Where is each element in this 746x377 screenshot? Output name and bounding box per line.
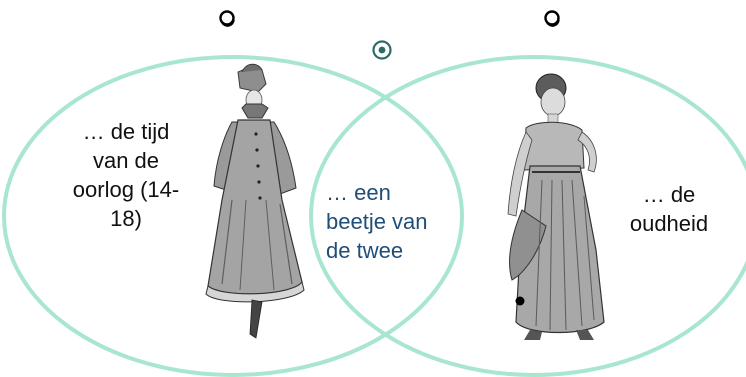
radio-shadow (221, 19, 235, 27)
radio-option-left[interactable] (219, 10, 235, 27)
bullet-dot (515, 296, 525, 306)
venn-circle-left (2, 55, 464, 377)
ancient-greek-woman-in-chiton-icon (507, 73, 605, 340)
venn-label-right: … de oudheid (629, 182, 709, 236)
radio-shadow (546, 19, 560, 27)
ww1-era-woman-in-long-coat-icon (205, 63, 305, 339)
radio-empty-icon (219, 10, 235, 26)
venn-label-middle: … een beetje van de twee (326, 180, 428, 263)
venn-label-left: … de tijd van de oorlog (14- 18) (72, 119, 180, 231)
radio-option-middle[interactable] (372, 40, 392, 60)
radio-empty-icon (544, 10, 560, 26)
venn-circle-right (309, 55, 746, 377)
radio-selected-dot (378, 46, 386, 54)
radio-option-right[interactable] (544, 10, 560, 27)
